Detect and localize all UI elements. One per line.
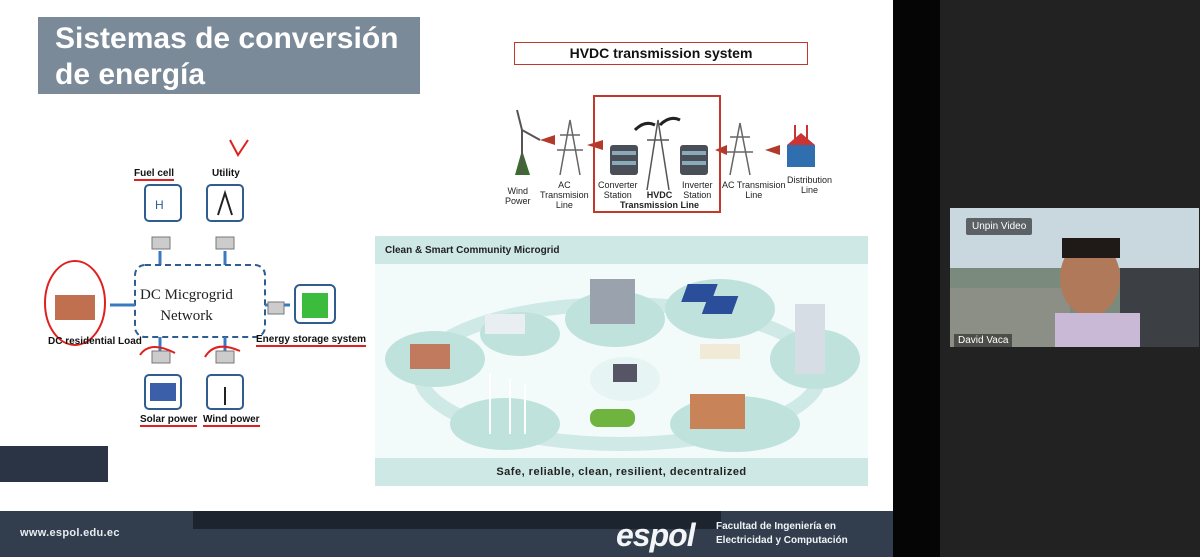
microgrid-scene [385,279,860,452]
utility-tower-icon [206,184,244,222]
wind-power-label: Wind power [203,414,260,427]
solar-power-label: Solar power [140,414,198,427]
slide-title-line-2: de energía [55,58,206,91]
hvdc-highlight-box [593,95,721,213]
shared-slide: Sistemas de conversión de energía HVDC t… [0,0,893,557]
footer-url: www.espol.edu.ec [20,527,120,539]
panel-divider [893,0,940,557]
participant-video[interactable] [950,208,1199,347]
wind-turbine-icon [515,109,541,175]
svg-text:H: H [155,198,164,212]
converter-station-icon [610,145,638,175]
residential-load-label: DC residential Load [48,336,142,347]
distribution-icon [787,125,815,167]
slide-dark-tab [0,446,108,482]
slide-title: Sistemas de conversión de energía [38,17,420,94]
hvdc-title: HVDC transmission system [514,42,808,65]
ac-tower-icon-1 [557,119,583,176]
footer-dark-band [193,511,721,529]
inverter-station-icon [680,145,708,175]
house-icon [55,295,95,320]
participant-name: David Vaca [954,334,1013,347]
unpin-video-button[interactable]: Unpin Video [966,218,1033,235]
faculty-name: Facultad de Ingeniería en Electricidad y… [716,521,848,546]
microgrid-footer: Safe, reliable, clean, resilient, decent… [375,458,868,486]
hvdc-diagram [515,109,815,191]
slide-title-line-1: Sistemas de conversión [55,22,399,55]
microgrid-header: Clean & Smart Community Microgrid [375,236,868,264]
utility-label: Utility [212,168,240,179]
dc-microgrid-network-label: DC Micgrogrid Network [140,287,233,324]
espol-logo: espol [616,517,696,553]
energy-storage-label: Energy storage system [256,334,367,347]
dc-microgrid-diagram: H [44,139,336,410]
ac-tower-icon-2 [727,122,753,176]
hvdc-tower-icon [646,119,670,191]
fuel-cell-icon [144,184,182,222]
fuel-cell-label: Fuel cell [134,168,175,181]
microgrid-illustration [375,264,868,458]
